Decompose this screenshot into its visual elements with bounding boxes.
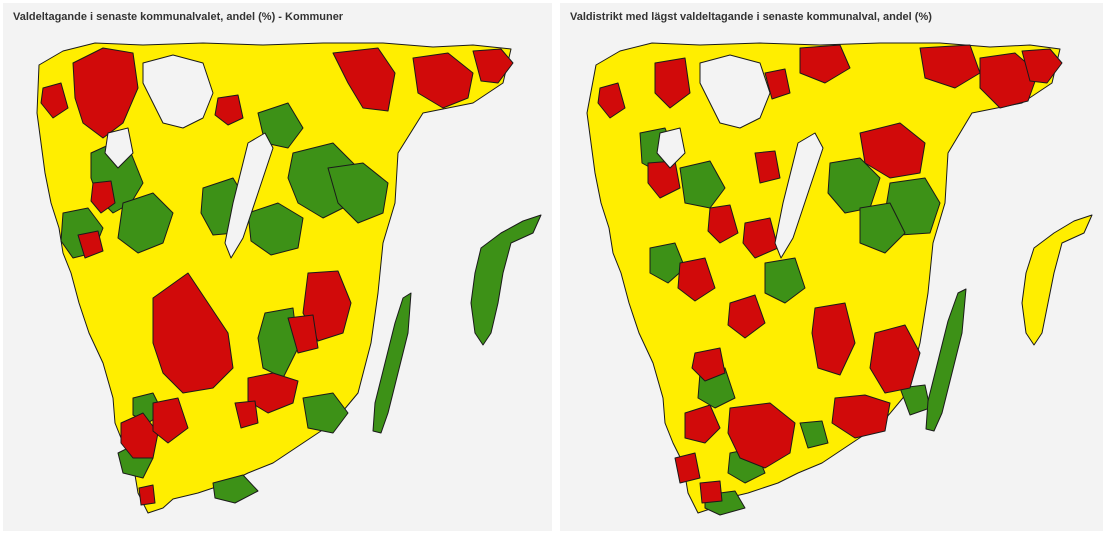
islands [372,48,542,434]
map-region[interactable] [77,230,104,259]
island-gotland[interactable] [1021,214,1093,346]
map-region[interactable] [799,420,829,449]
island-oland[interactable] [372,292,412,434]
map-region[interactable] [36,42,512,514]
map-panel-districts: Valdistrikt med lägst valdeltagande i se… [560,3,1103,531]
lake [656,127,686,169]
map-region[interactable] [72,47,139,139]
map-region[interactable] [799,44,851,84]
map-region[interactable] [679,160,726,209]
choropleth-map [586,42,1093,516]
map-region[interactable] [811,302,856,376]
map-region[interactable] [247,372,299,414]
map-region[interactable] [649,242,686,284]
map-region[interactable] [727,294,766,339]
map-region[interactable] [287,314,319,354]
lake [142,54,214,129]
map-region[interactable] [764,257,806,304]
map-region[interactable] [831,394,891,439]
lake [774,132,824,259]
map-region[interactable] [859,202,906,254]
map-region[interactable] [691,347,726,382]
map-region[interactable] [742,217,779,259]
island-gotland[interactable] [470,214,542,346]
map-region[interactable] [90,180,116,214]
map-region[interactable] [247,202,304,256]
lakes [656,54,824,259]
map-region[interactable] [674,452,701,484]
map-region[interactable] [234,400,259,429]
lake [104,127,134,169]
choropleth-map [36,42,542,514]
map-region[interactable] [859,122,926,179]
map-region[interactable] [677,257,716,302]
map-region[interactable] [979,52,1039,109]
regions-high [639,127,941,516]
map-region[interactable] [754,150,781,184]
map-region[interactable] [654,57,691,109]
map-region[interactable] [214,94,244,126]
archipelago[interactable] [472,48,514,84]
map-region[interactable] [332,47,396,112]
map-region[interactable] [707,204,739,244]
map-region[interactable] [212,474,259,504]
lake [699,54,771,129]
map-region[interactable] [919,44,981,89]
map-region[interactable] [412,52,474,109]
map-region[interactable] [764,68,791,100]
map-region[interactable] [120,412,159,459]
map-region[interactable] [327,162,389,224]
map-title: Valdistrikt med lägst valdeltagande i se… [570,11,932,23]
lake [224,132,274,259]
map-region[interactable] [302,270,352,342]
map-region[interactable] [869,324,921,394]
map-region[interactable] [727,402,796,469]
map-region[interactable] [117,192,174,254]
island-oland[interactable] [925,288,967,432]
regions-low [597,44,1039,504]
map-title: Valdeltagande i senaste kommunalvalet, a… [13,11,344,23]
map-region[interactable] [302,392,349,434]
map-region[interactable] [152,397,189,444]
map-region[interactable] [40,82,69,119]
archipelago[interactable] [1021,48,1063,84]
map-panel-municipalities: Valdeltagande i senaste kommunalvalet, a… [3,3,552,531]
map-region[interactable] [699,480,723,504]
map-region[interactable] [597,82,626,119]
mainland [36,42,512,514]
map-region[interactable] [152,272,234,394]
map-region[interactable] [138,484,156,506]
islands [925,48,1093,432]
map-region[interactable] [684,404,721,444]
lakes [104,54,274,259]
